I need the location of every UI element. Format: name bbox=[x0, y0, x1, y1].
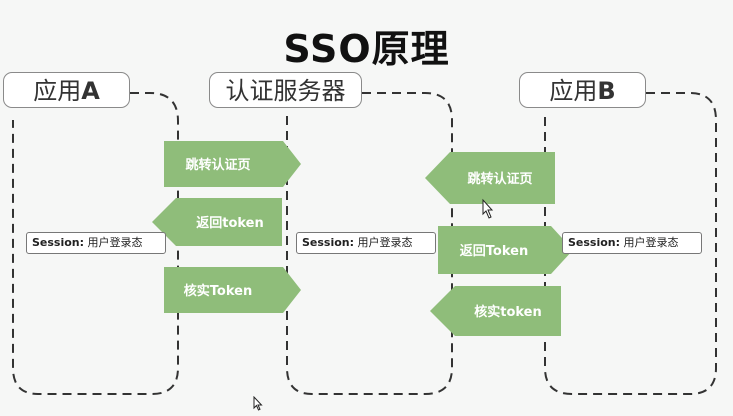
session-key: Session: bbox=[302, 236, 355, 249]
lane-b-label-suffix: B bbox=[597, 77, 616, 105]
arrow-label: 核实token bbox=[474, 304, 542, 320]
diagram-title: SSO原理 bbox=[283, 27, 450, 71]
session-box-server: Session: 用户登录态 bbox=[296, 232, 436, 254]
arrow-return-token-right: 返回Token bbox=[438, 226, 573, 274]
session-value: 用户登录态 bbox=[84, 236, 143, 249]
arrow-label: 返回Token bbox=[460, 244, 528, 259]
lane-server-border bbox=[286, 92, 453, 395]
session-key: Session: bbox=[568, 236, 621, 249]
lane-a-label-prefix: 应用 bbox=[33, 77, 82, 105]
session-box-b: Session: 用户登录态 bbox=[562, 232, 702, 254]
arrow-label: 核实Token bbox=[184, 283, 252, 299]
move-cursor-icon bbox=[482, 198, 494, 219]
arrow-label: 返回token bbox=[196, 216, 264, 231]
arrow-verify-token-left: 核实Token bbox=[164, 267, 301, 313]
arrow-label: 跳转认证页 bbox=[185, 157, 250, 173]
session-value: 用户登录态 bbox=[354, 236, 413, 249]
pointer-cursor-icon bbox=[253, 396, 263, 411]
lane-b-label: 应用B bbox=[519, 72, 646, 108]
lane-b-label-prefix: 应用 bbox=[549, 77, 598, 105]
lane-a-border bbox=[12, 92, 179, 395]
arrow-verify-token-right: 核实token bbox=[430, 286, 561, 336]
lane-a-label-suffix: A bbox=[81, 77, 100, 105]
lane-a-label: 应用A bbox=[3, 72, 130, 108]
lane-b-border bbox=[544, 92, 717, 395]
arrow-label: 跳转认证页 bbox=[467, 171, 532, 187]
session-value: 用户登录态 bbox=[620, 236, 679, 249]
session-box-a: Session: 用户登录态 bbox=[26, 232, 166, 254]
arrow-redirect-auth-right: 跳转认证页 bbox=[425, 152, 555, 204]
arrow-redirect-auth-left: 跳转认证页 bbox=[164, 141, 301, 187]
lane-server-label: 认证服务器 bbox=[209, 72, 362, 108]
session-key: Session: bbox=[32, 236, 85, 249]
arrow-return-token-left: 返回token bbox=[152, 198, 282, 246]
